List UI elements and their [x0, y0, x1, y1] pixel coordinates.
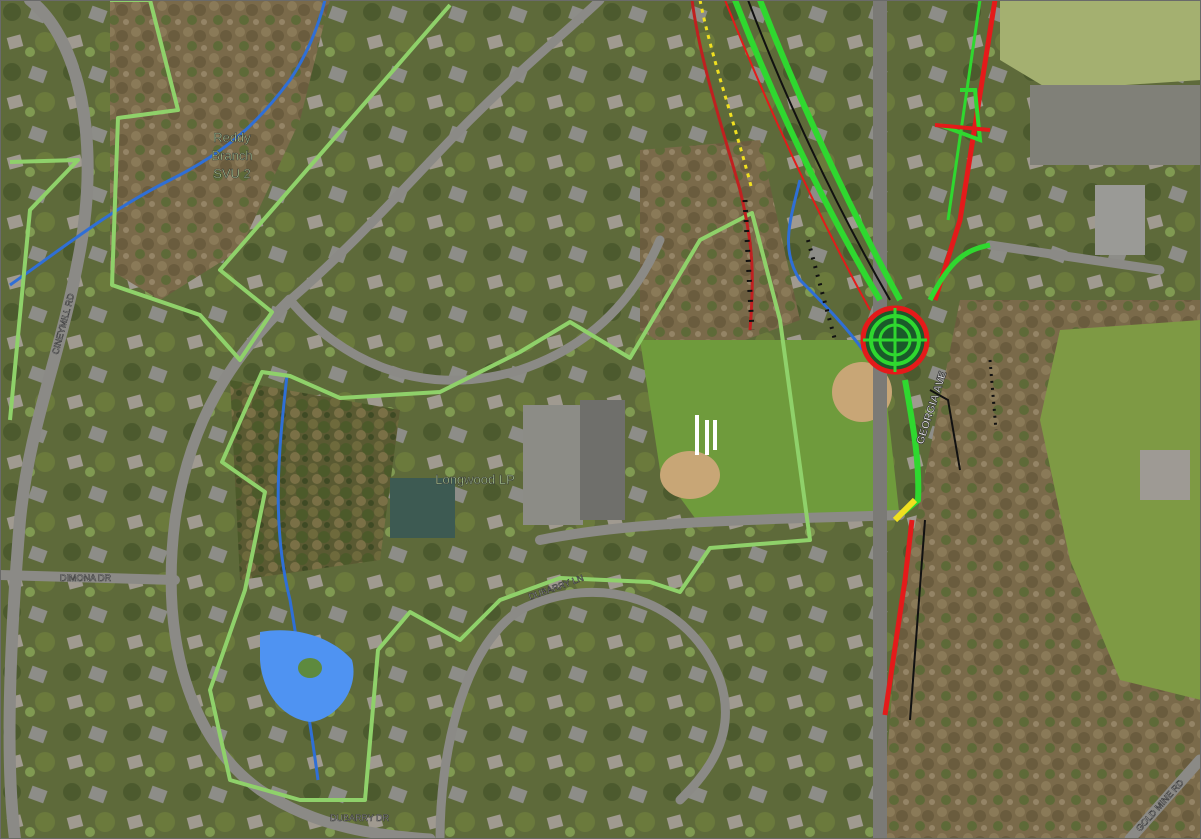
lawn-east [1040, 320, 1201, 700]
label-longwood: Longwood LP [435, 472, 515, 487]
tennis-courts [390, 478, 455, 538]
parking-northeast [1030, 85, 1201, 165]
woodland-center [640, 140, 800, 360]
design-red-west [690, 0, 754, 331]
design-green-east-leg [927, 242, 991, 302]
design-green-south [898, 379, 922, 518]
infield-1 [660, 451, 720, 499]
stream-reddy-branch [9, 0, 327, 287]
design-green-east [946, 0, 982, 221]
parking-lot [580, 400, 625, 520]
design-red-south [882, 519, 915, 716]
label-dimona: DIMONA DR [60, 573, 112, 583]
design-overlay [690, 0, 998, 721]
road-cineymill [3, 0, 94, 839]
field-northeast [1000, 0, 1201, 90]
design-green-southbound [757, 0, 903, 302]
road-east-drive [985, 240, 1165, 275]
design-yellow-south [892, 497, 918, 523]
boundary-reddy-branch-svu2 [110, 0, 452, 362]
label-reddy-2: Branch [211, 148, 252, 163]
boundary-longwood-lp [208, 211, 812, 802]
design-red-northeast [934, 123, 991, 132]
building-northeast [1095, 185, 1145, 255]
road-loop-north [285, 235, 665, 385]
label-dubarry-dr: DUBARRY DR [330, 813, 390, 823]
boundary-west [8, 158, 80, 421]
park-boundaries [8, 0, 812, 802]
roundabout-cross [863, 308, 927, 372]
label-reddy-3: SVU 2 [213, 166, 251, 181]
design-black-fence-2 [988, 359, 998, 431]
design-black-south-east [929, 389, 961, 471]
pond-island [298, 658, 322, 678]
school-building [523, 405, 583, 525]
label-reddy-1: Reddy [213, 130, 251, 145]
design-black-west [742, 199, 755, 331]
road-northwest [285, 0, 605, 305]
design-red-offset [724, 0, 871, 311]
road-school-drive [535, 510, 905, 545]
road-dimona [0, 570, 180, 585]
road-loop-west [165, 294, 436, 839]
school-marks [695, 415, 717, 455]
design-green-northeast [939, 88, 983, 144]
house-east [1140, 450, 1190, 500]
design-centerline [747, 0, 891, 301]
design-green-northbound [732, 0, 883, 302]
woodland-pond [230, 380, 400, 580]
design-black-south [909, 519, 926, 721]
road-dubarry-ln [435, 587, 730, 839]
stream-east [787, 179, 872, 361]
road-gold-mine [1124, 754, 1201, 839]
